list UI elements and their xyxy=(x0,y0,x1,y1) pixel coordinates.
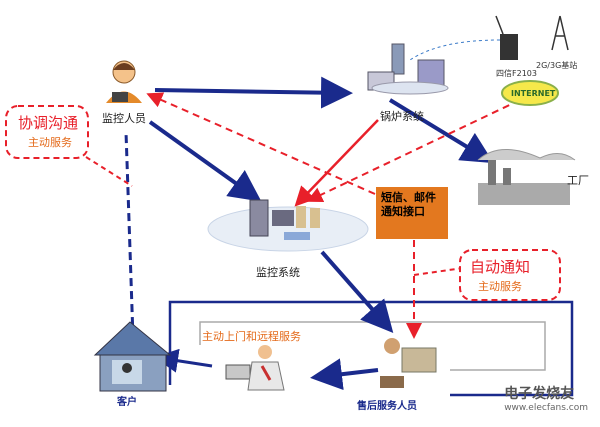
customer-label: 客户 xyxy=(117,397,137,408)
monitor-person-icon xyxy=(106,60,142,103)
arrow-boiler-to-factory xyxy=(388,98,494,164)
arrow-monitor-to-system xyxy=(148,120,262,202)
arrow-monitor-to-boiler xyxy=(154,76,353,109)
monitoring-system-icon xyxy=(249,199,320,240)
callout-coordinate xyxy=(5,105,89,159)
arrow-aftersales-to-engineer xyxy=(310,358,379,391)
internet-label: INTERNET xyxy=(511,89,556,98)
monitoring-system-label: 监控系统 xyxy=(256,266,300,279)
dashed-coordinate-link xyxy=(85,156,133,187)
inner-loop xyxy=(199,321,546,371)
router-icon xyxy=(495,15,518,60)
arrow-system-to-aftersales xyxy=(320,250,394,334)
watermark: 电子发烧友 www.elecfans.com xyxy=(504,383,588,413)
factory-icon xyxy=(477,149,576,205)
boiler-system-icon xyxy=(367,43,449,95)
arrow-engineer-to-customer xyxy=(154,348,213,373)
coordinate-title: 协调沟通 xyxy=(18,114,79,132)
device-model-label: 四信F2103 xyxy=(496,69,537,78)
boiler-system-label: 锅炉系统 xyxy=(380,110,424,123)
dashed-customer-monitor xyxy=(124,131,135,339)
tower-icon xyxy=(551,15,569,51)
after-sales-label: 售后服务人员 xyxy=(357,401,417,412)
arrow-boiler-to-system xyxy=(294,119,379,207)
dashed-notify-link xyxy=(413,267,464,276)
monitor-person-label: 监控人员 xyxy=(102,112,146,125)
service-loop xyxy=(168,300,574,397)
dashed-sms-to-system xyxy=(306,99,521,203)
notify-title: 自动通知 xyxy=(470,258,531,276)
monitoring-platform xyxy=(207,206,369,252)
onsite-service-label: 主动上门和远程服务 xyxy=(202,330,301,343)
dashed-system-to-monitor xyxy=(146,92,376,195)
factory-label: 工厂 xyxy=(567,174,589,187)
after-sales-icon xyxy=(380,338,437,388)
coordinate-sub: 主动服务 xyxy=(28,136,72,149)
internet-cloud-icon xyxy=(501,80,559,106)
wireless-link xyxy=(409,39,501,61)
customer-house-icon xyxy=(93,321,172,392)
service-engineer-icon xyxy=(225,345,285,391)
sms-email-interface: 短信、邮件通知接口 xyxy=(376,187,448,239)
watermark-sub: www.elecfans.com xyxy=(504,403,588,413)
watermark-main: 电子发烧友 xyxy=(504,386,575,402)
notify-sub: 主动服务 xyxy=(478,280,522,293)
callout-notify xyxy=(459,249,561,301)
base-station-label: 2G/3G基站 xyxy=(536,61,578,70)
